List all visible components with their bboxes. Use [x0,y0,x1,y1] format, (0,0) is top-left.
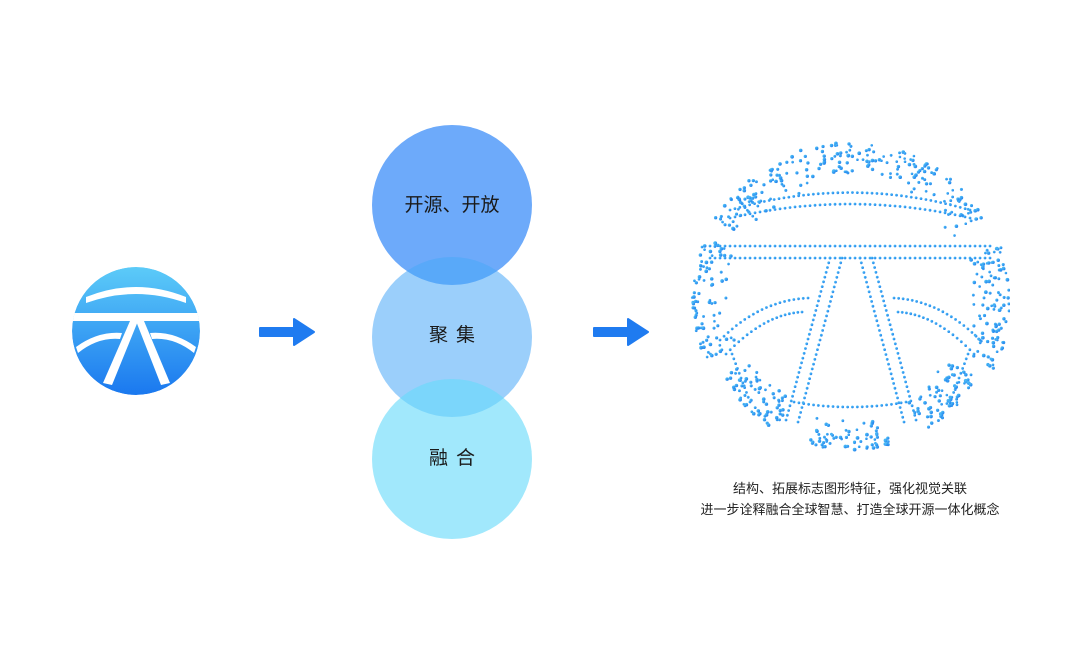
right-arrow-icon [593,318,649,346]
dotted-emblem-icon [690,141,1010,452]
circle-label-open-source: 开源、开放 [404,194,500,216]
circle-label-fusion: 融合 [428,447,483,469]
logo-icon [72,267,200,395]
circle-fusion [372,379,532,539]
caption-line-2: 进一步诠释融合全球智慧、打造全球开源一体化概念 [700,503,1000,518]
caption-line-1: 结构、拓展标志图形特征，强化视觉关联 [732,482,967,497]
right-arrow-icon [259,318,315,346]
circle-label-gather: 聚集 [428,324,483,346]
